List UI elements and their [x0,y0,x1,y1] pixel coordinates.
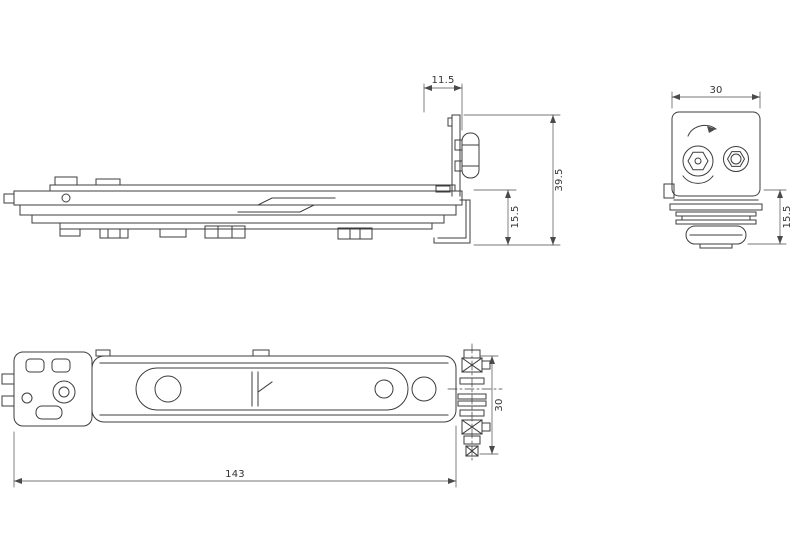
drawing-linework: 11.5 39.5 15.5 30 15.5 143 30 [1,75,793,488]
dim-side-height-lines [463,114,561,246]
view-side-elevation [3,114,480,244]
dimension-arrowheads [14,85,783,484]
dim-end-lower-lines [747,189,787,245]
view-end [663,111,763,249]
dim-side-height-label: 39.5 [554,168,565,191]
dim-plan-length-label: 143 [225,469,245,480]
view-plan [1,349,457,427]
dimension-labels: 11.5 39.5 15.5 30 15.5 143 30 [225,75,793,480]
dim-plan-length-lines [13,425,457,488]
dimension-lines [13,83,787,488]
dim-end-width-lines [671,91,761,109]
dim-side-offset-label: 11.5 [431,75,454,86]
dim-end-lower-label: 15.5 [782,205,793,228]
dim-end-width-label: 30 [709,85,722,96]
dim-side-offset-lines [423,83,463,131]
dim-side-lower-label: 15.5 [510,205,521,228]
dim-side-lower-lines [473,189,517,246]
dim-plan-width-lines [479,355,499,455]
section-detail-roller [447,343,503,463]
dim-plan-width-label: 30 [494,398,505,411]
